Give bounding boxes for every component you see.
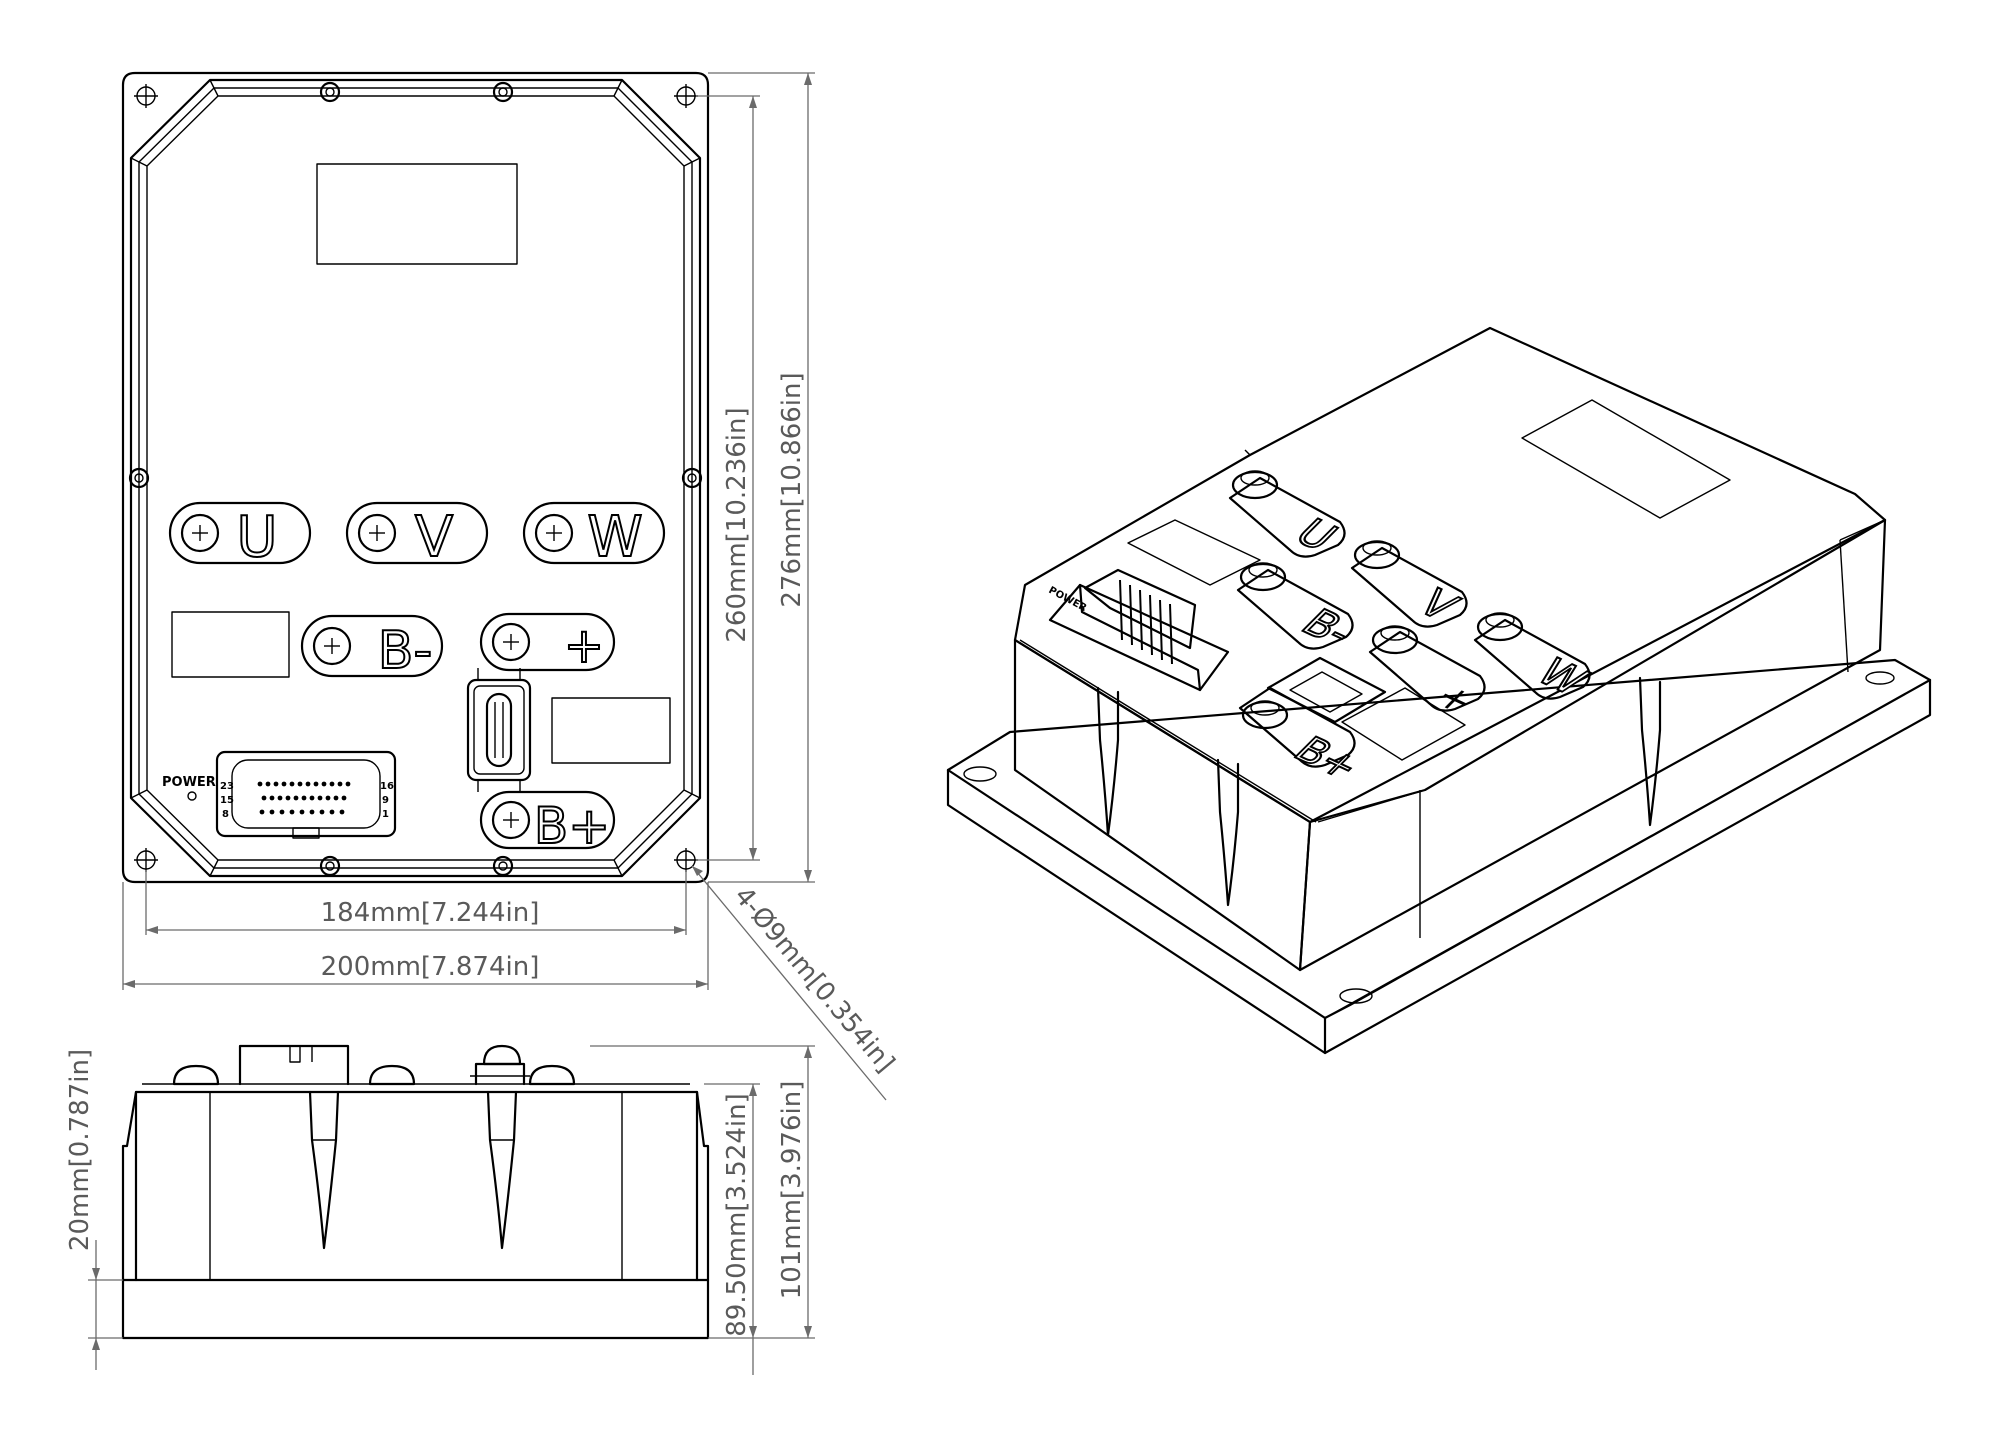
mounting-hole-icon (134, 84, 698, 872)
connector-pin-8: 8 (222, 809, 229, 820)
edge-screw-icon (128, 81, 703, 877)
iso-body-front (1013, 638, 1312, 972)
top-view: U V W B- + (121, 71, 710, 884)
iso-label-left (1127, 519, 1261, 586)
top-view-label-right (551, 697, 671, 764)
top-view-label-area (316, 163, 518, 265)
iso-terminal-u: U (1228, 470, 1348, 559)
top-view-body-inner-2 (146, 95, 685, 861)
connector-pin-15: 15 (220, 795, 234, 806)
dim-width-outer: 200mm[7.874in] (321, 952, 540, 982)
dim-width-inner: 184mm[7.244in] (321, 898, 540, 928)
iso-terminal-plus-label: + (1426, 676, 1485, 721)
iso-power-label: POWER (1047, 585, 1089, 614)
cable-gland-icon (308, 1090, 518, 1250)
iso-label-top (1521, 399, 1731, 519)
iso-terminal-b-minus: B- (1236, 562, 1366, 655)
iso-terminal-plus: + (1368, 625, 1486, 721)
iso-base-side (1323, 678, 1932, 1055)
iso-terminal-w: W (1473, 612, 1599, 704)
isometric-view: U V W B- + (946, 326, 1932, 1055)
terminal-v-label: V (415, 505, 453, 570)
iso-terminal-b-plus: B+ (1238, 686, 1371, 789)
top-view-label-left (171, 611, 290, 678)
side-view (121, 1044, 710, 1340)
iso-base-front (946, 768, 1327, 1055)
dim-hole: 4-Ø9mm[0.354in] (728, 881, 900, 1078)
terminal-b-minus-label: B- (378, 621, 432, 681)
terminal-b-plus-label: B+ (534, 797, 610, 855)
signal-connector-icon: 23 15 8 16 9 1 (215, 750, 397, 839)
iso-connector-icon (1048, 568, 1230, 692)
dim-body-height: 89.50mm[3.524in] (722, 1093, 752, 1337)
side-view-body (121, 1090, 710, 1282)
terminal-plus-label: + (564, 618, 604, 674)
iso-cable-gland-icon (1096, 676, 1662, 907)
top-view-dimensions: 184mm[7.244in] 200mm[7.874in] 260mm[10.2… (122, 72, 900, 1101)
side-view-dimensions: 20mm[0.787in] 89.50mm[3.524in] 101mm[3.9… (65, 1045, 815, 1375)
dim-height-outer: 276mm[10.866in] (777, 372, 807, 607)
terminal-w-label: W (587, 505, 642, 570)
dim-total-height: 101mm[3.976in] (777, 1081, 807, 1300)
iso-terminal-u-label: U (1285, 511, 1347, 558)
iso-terminal-v: V (1350, 540, 1469, 629)
connector-pin-1: 1 (382, 809, 389, 820)
iso-terminal-b-plus-label: B+ (1284, 730, 1369, 787)
terminal-b-minus: B- (300, 614, 444, 682)
top-view-body-inner-1 (138, 87, 693, 869)
iso-terminal-v-label: V (1408, 582, 1468, 629)
top-view-body-outline (129, 78, 702, 878)
iso-label-right (1341, 687, 1466, 761)
terminal-b-plus: B+ (479, 790, 616, 856)
power-led-icon (187, 791, 197, 801)
top-view-outer-plate (121, 71, 710, 884)
side-view-base-plate (121, 1278, 710, 1340)
connector-pin-16: 16 (380, 781, 394, 792)
terminal-u-label: U (237, 505, 278, 570)
power-label: POWER (162, 775, 216, 790)
dim-height-inner: 260mm[10.236in] (722, 407, 752, 642)
terminal-v: V (345, 501, 489, 571)
terminal-u: U (168, 501, 312, 571)
dim-base: 20mm[0.787in] (65, 1049, 95, 1251)
connector-pin-23: 23 (220, 781, 234, 792)
side-view-screw-icon (172, 1044, 576, 1086)
connector-pin-9: 9 (382, 795, 389, 806)
side-view-connector (238, 1044, 350, 1086)
iso-body-side (1298, 518, 1887, 972)
fuse-icon (466, 668, 532, 792)
terminal-plus: + (479, 612, 616, 675)
terminal-w: W (522, 501, 666, 571)
